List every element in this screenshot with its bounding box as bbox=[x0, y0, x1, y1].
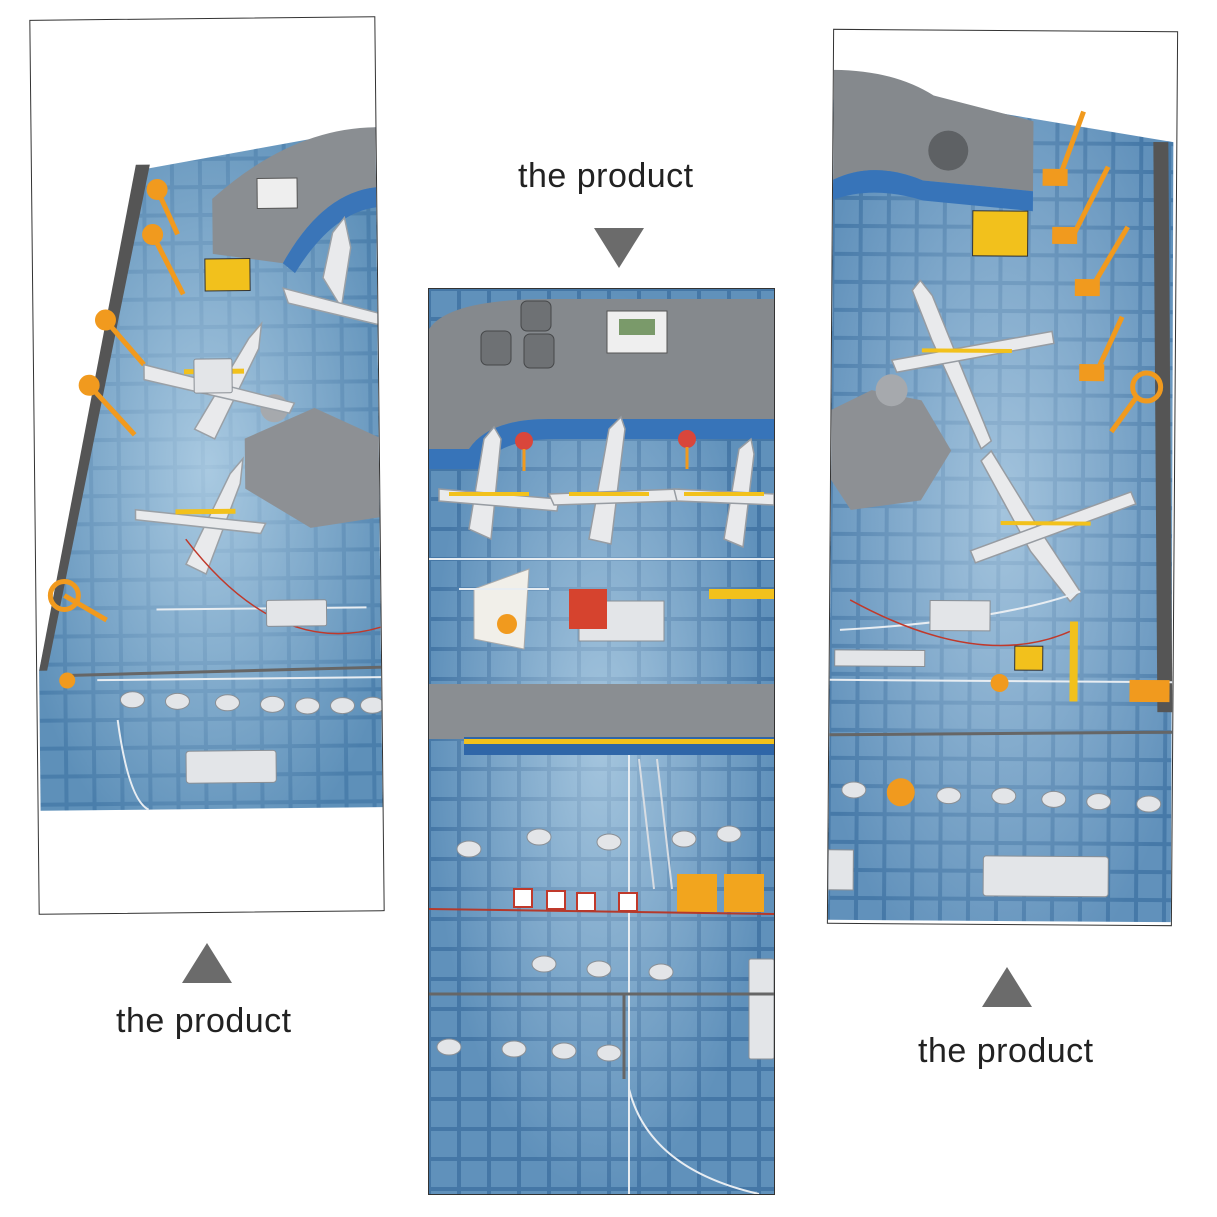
airport-playset-illustration-left bbox=[39, 127, 384, 811]
caption-top: the product bbox=[518, 157, 694, 195]
product-photo-middle bbox=[428, 288, 775, 1195]
product-photo-left bbox=[29, 16, 385, 915]
up-arrow-icon bbox=[182, 943, 232, 983]
caption-left: the product bbox=[116, 1002, 292, 1040]
airport-playset-illustration-middle bbox=[429, 289, 774, 1194]
down-arrow-icon bbox=[594, 228, 644, 268]
product-photo-right bbox=[826, 28, 1179, 927]
caption-right: the product bbox=[918, 1032, 1094, 1070]
up-arrow-icon bbox=[982, 967, 1032, 1007]
airport-playset-illustration-right bbox=[827, 69, 1174, 923]
